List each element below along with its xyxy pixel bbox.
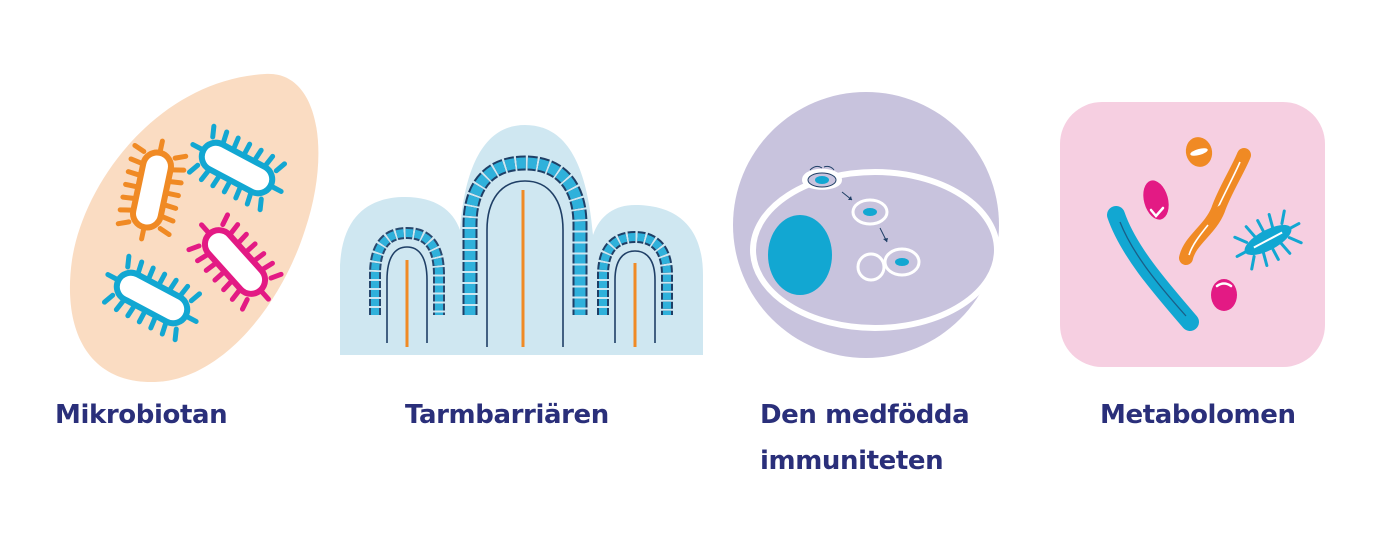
magenta-bacterium-icon	[186, 212, 284, 312]
metabolome-panel	[1058, 100, 1328, 370]
metabolites-icon	[1060, 102, 1325, 367]
microbiota-label: Mikrobiotan	[55, 400, 228, 430]
innate-immunity-panel	[730, 90, 1005, 360]
phagosome-icon	[851, 198, 889, 226]
immune-cell-icon	[733, 92, 1000, 358]
cyan-spiky-microbe-icon	[1233, 209, 1303, 271]
gut-barrier-panel	[335, 115, 710, 360]
magenta-capsule-icon	[1143, 180, 1169, 220]
microbiota-background	[69, 73, 319, 383]
microbiota-panel	[50, 60, 340, 390]
nucleus-icon	[768, 215, 832, 295]
innate-immunity-label-line1: Den medfödda	[760, 400, 970, 430]
gut-barrier-label: Tarmbarriären	[405, 400, 609, 430]
phagolysosome-icon	[883, 247, 921, 277]
innate-immunity-label-line2: immuniteten	[760, 446, 944, 476]
cyan-bacterium-icon	[186, 123, 288, 213]
cell-membrane	[750, 169, 1000, 331]
orange-dumbbell-icon	[1179, 148, 1251, 265]
bacteria-cluster-icon	[69, 73, 319, 383]
metabolome-label: Metabolomen	[1100, 400, 1296, 430]
intestinal-villi-icon	[340, 125, 703, 355]
right-villus	[597, 230, 673, 347]
orange-bacterium-icon	[115, 138, 189, 242]
magenta-capsule-icon	[1211, 279, 1237, 311]
left-villus	[369, 226, 445, 347]
middle-villus	[462, 155, 588, 347]
lysosome-icon	[856, 252, 886, 282]
cyan-bacterium-icon	[101, 253, 203, 343]
